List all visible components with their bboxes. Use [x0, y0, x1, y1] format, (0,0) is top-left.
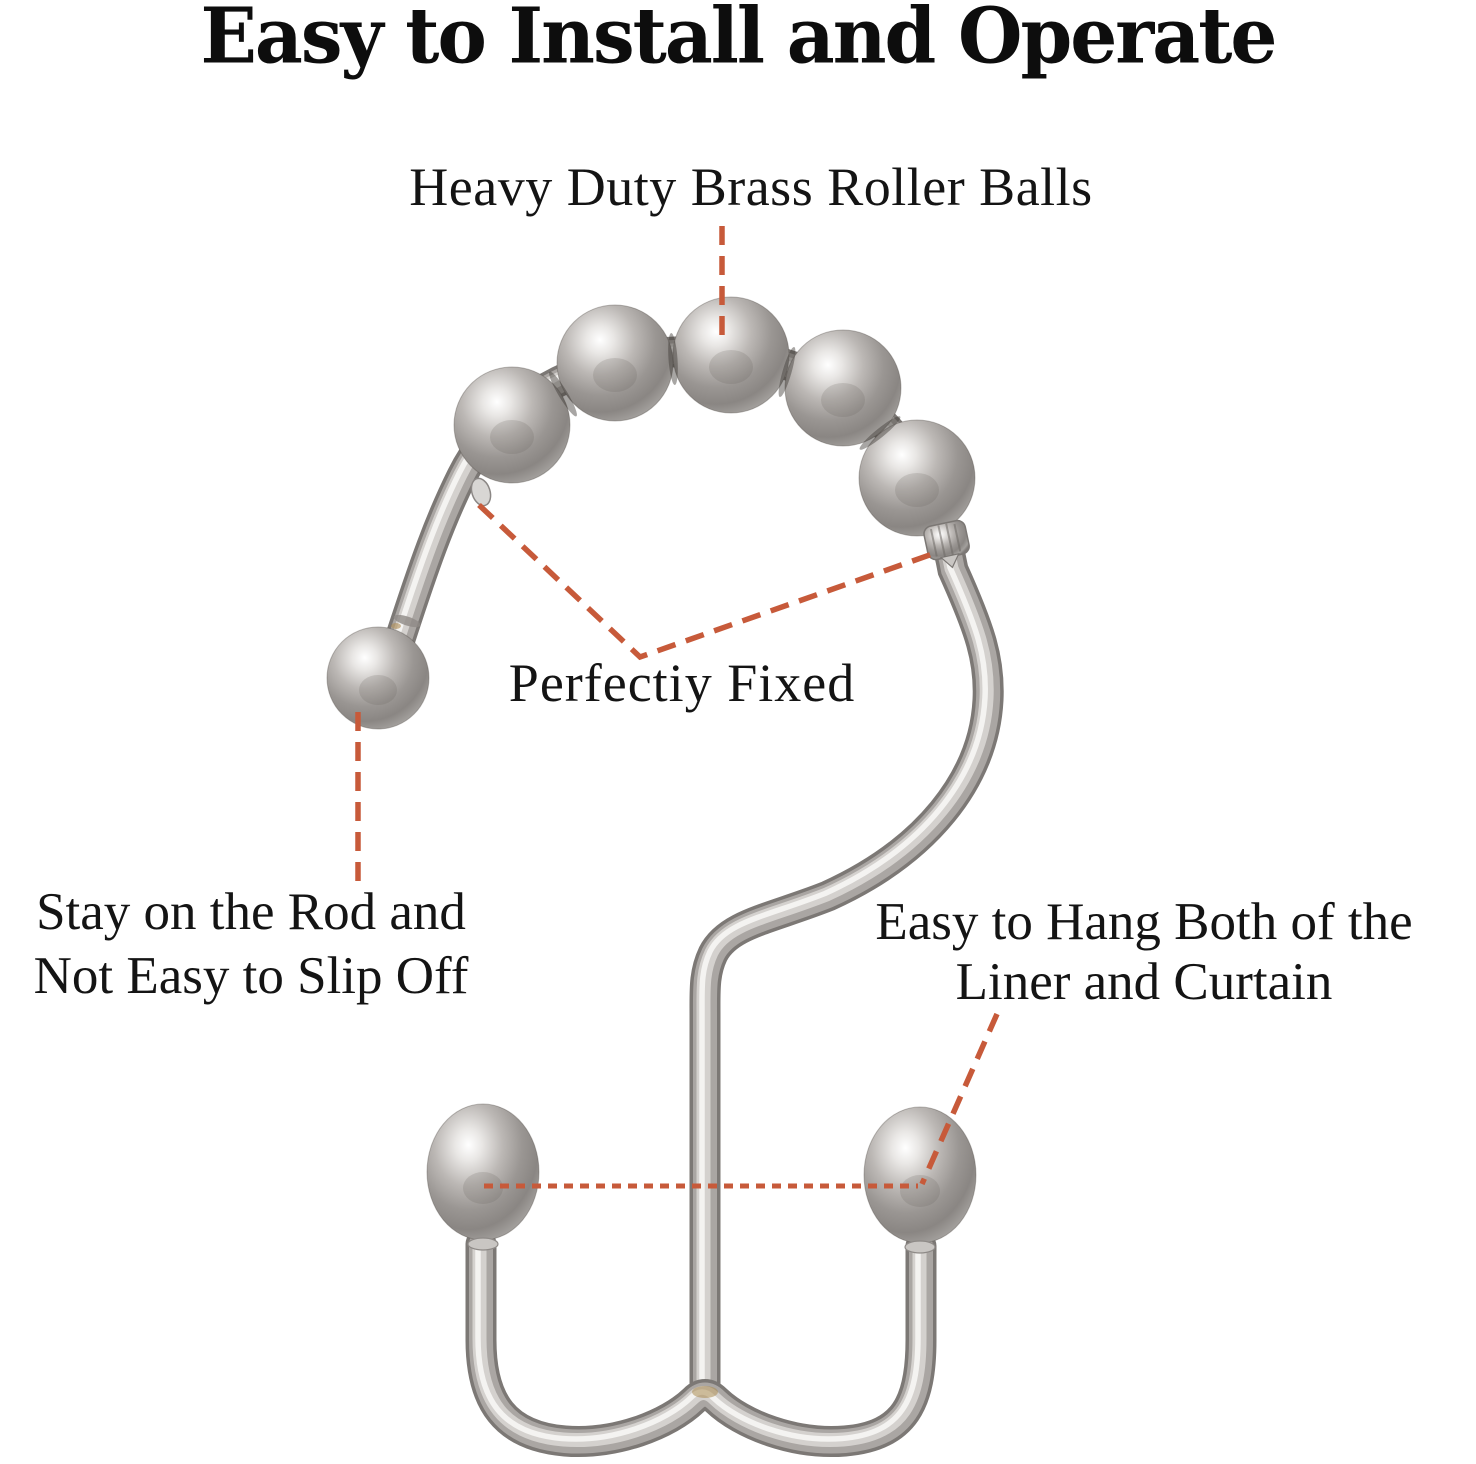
- ball-dimple: [463, 1172, 503, 1204]
- ball-dimple: [359, 675, 397, 705]
- end-ball: [326, 626, 430, 730]
- ball-seam: [549, 371, 577, 417]
- label-hang-line1: Easy to Hang Both of the: [875, 893, 1413, 951]
- ball-dimple: [895, 473, 939, 507]
- ball-dimple: [709, 350, 753, 384]
- roller-ball-2: [556, 304, 674, 422]
- ball-collar: [904, 1240, 936, 1254]
- ball-seam: [668, 333, 678, 385]
- arm-brass-dot: [391, 623, 401, 629]
- roller-ball-4: [784, 329, 902, 447]
- label-stay-on-rod: Stay on the Rod and Not Easy to Slip Off: [0, 880, 502, 1008]
- leader-perfectly-fixed: [477, 503, 939, 661]
- label-hang-liner-curtain: Easy to Hang Both of the Liner and Curta…: [855, 892, 1433, 1012]
- arm-end-seam: [393, 614, 421, 628]
- ball-dimple: [821, 383, 865, 417]
- page-title: Easy to Install and Operate: [200, 0, 1277, 82]
- label-perfectly-fixed: Perfectiy Fixed: [508, 653, 856, 713]
- label-hang-line2: Liner and Curtain: [955, 953, 1333, 1011]
- label-roller-balls: Heavy Duty Brass Roller Balls: [409, 157, 1093, 217]
- screw-clamp: [923, 519, 970, 569]
- ball-collar: [467, 1237, 499, 1251]
- roller-ball-1: [453, 366, 571, 484]
- ball-dimple: [490, 420, 534, 454]
- ball-dimple: [900, 1175, 940, 1207]
- ball-seam: [859, 416, 901, 450]
- ball-dimple: [593, 358, 637, 392]
- label-stay-line2: Not Easy to Slip Off: [33, 947, 469, 1005]
- roller-ball-3: [672, 296, 790, 414]
- leader-hang-liner: [919, 1012, 1000, 1186]
- ball-seam: [778, 346, 796, 398]
- label-stay-line1: Stay on the Rod and: [36, 883, 466, 941]
- roller-ball-5: [858, 419, 976, 537]
- brass-joint-seam: [692, 1386, 718, 1398]
- fixing-clip: [470, 477, 492, 507]
